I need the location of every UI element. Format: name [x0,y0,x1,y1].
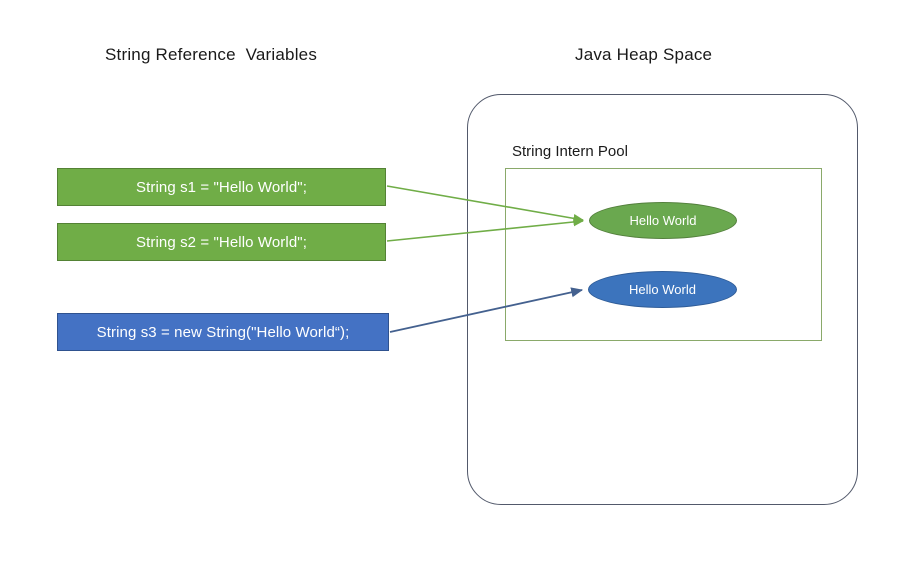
arrow-s2-to-pool-string [386,217,584,242]
reference-box-s2-label: String s2 = "Hello World"; [136,233,307,251]
heap-object-heap-string-label: Hello World [629,282,696,297]
reference-box-s1[interactable]: String s1 = "Hello World"; [57,168,386,206]
arrow-s3-to-heap-string [389,287,584,333]
heap-object-pool-string-label: Hello World [629,213,697,228]
reference-box-s3-label: String s3 = new String("Hello World“); [96,323,350,341]
java-heap-space-container [467,94,858,505]
reference-box-s1-label: String s1 = "Hello World"; [136,178,307,196]
page-title-left: String Reference Variables [105,45,318,64]
string-intern-pool-container [505,168,822,341]
heap-object-pool-string[interactable]: Hello World [589,202,737,239]
heap-object-heap-string[interactable]: Hello World [588,271,737,308]
arrow-s1-to-pool-string [386,185,584,223]
reference-box-s3[interactable]: String s3 = new String("Hello World“); [57,313,389,351]
reference-box-s2[interactable]: String s2 = "Hello World"; [57,223,386,261]
page-title-right: Java Heap Space [575,45,713,64]
string-intern-pool-label: String Intern Pool [512,143,628,160]
